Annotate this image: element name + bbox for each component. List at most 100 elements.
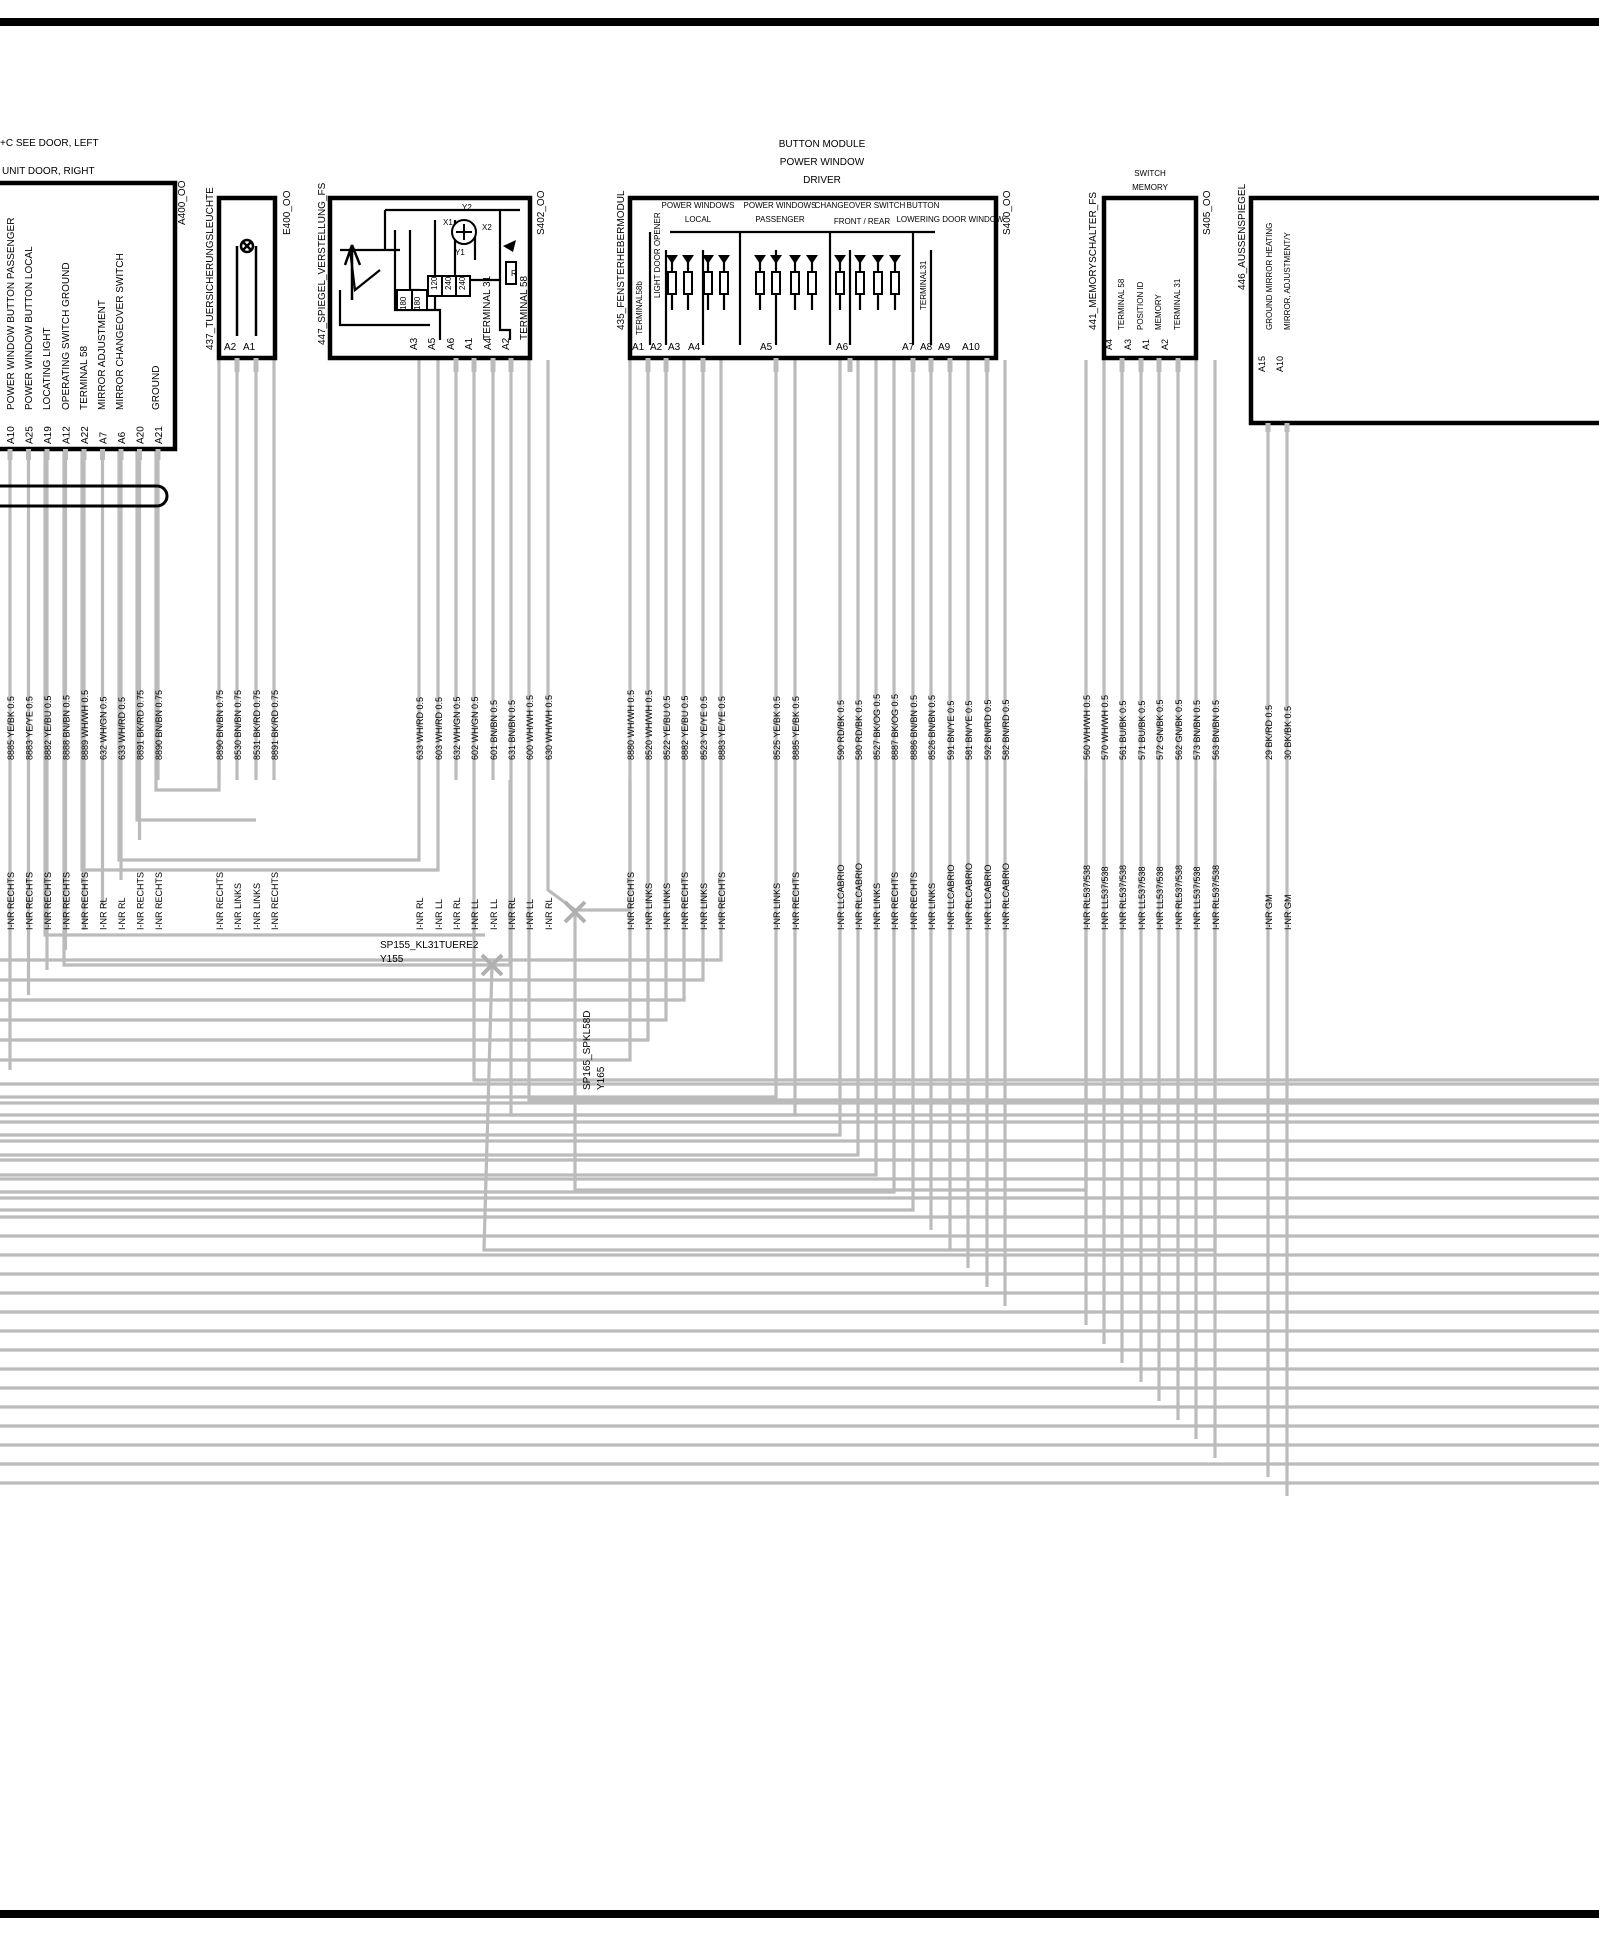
wire-id-label: 8530 BN/BN 0.75 [233, 690, 243, 760]
wire-destination-label: I-NR LINKS [252, 883, 262, 930]
wire-id-label: 8882 YE/BU 0.5 [680, 696, 690, 760]
s405-function-label: POSITION ID [1136, 281, 1145, 330]
wire-destination-label: I-NR RLCABRIO [964, 863, 974, 930]
s402-pin-label: A3 [409, 337, 420, 350]
wire-destination-label: I-NR RECHTS [270, 872, 280, 930]
wire-destination-label: I-NR RECHTS [791, 872, 801, 930]
s402-pin-label: A1 [464, 337, 475, 350]
wire-id-label: 8889 WH/WH 0.5 [80, 690, 90, 760]
wire-id-label: 630 WH/WH 0.5 [544, 695, 554, 760]
diode-icon [854, 255, 866, 264]
s400-group-label: PASSENGER [755, 215, 804, 224]
s405-pin-label: A2 [1160, 339, 1170, 350]
wire-route [0, 780, 878, 1177]
wire-destination-label: I-NR LL537/538 [1137, 866, 1147, 930]
wire-id-label: 632 WH/GN 0.5 [99, 696, 109, 760]
diode-icon [889, 255, 901, 264]
switch-contact [835, 271, 845, 295]
a400-function-label: MIRROR ADJUSTMENT [97, 300, 108, 410]
s400-group-label: CHANGEOVER SWITCH [815, 201, 906, 210]
wire-destination-label: I-NR LINKS [644, 883, 654, 930]
wire-id-label: 582 BN/RD 0.5 [1001, 699, 1011, 760]
s402-internal-label: X1 [443, 218, 453, 227]
s400-terminal-label: TERMINAL58b [635, 281, 644, 335]
wire-route [80, 450, 440, 872]
a400-pin-label: A7 [99, 431, 110, 444]
s400-heading: POWER WINDOW [780, 157, 865, 168]
lamp-leads [235, 241, 258, 336]
wire-route [0, 780, 842, 1137]
a400-pin-label: A12 [62, 426, 73, 444]
s400-group-label: BUTTON [907, 201, 940, 210]
wire-id-label: 563 BN/BN 0.5 [1211, 700, 1221, 760]
wire-destination-label: I-NR RL [415, 897, 425, 930]
wire-destination-label: I-NR LL [470, 899, 480, 930]
s400-pin-label: A9 [938, 342, 951, 353]
wire-id-label: 592 BN/RD 0.5 [983, 699, 993, 760]
wire-destination-label: I-NR LL [525, 899, 535, 930]
s400-pin-label: A6 [836, 342, 849, 353]
wire-destination-label: I-NR GM [1264, 895, 1274, 931]
top-border [0, 18, 1599, 26]
wire-destination-label: I-NR LLCABRIO [946, 864, 956, 930]
ref-s405: S405_OO [1202, 190, 1213, 235]
s405-pin-label: A1 [1141, 339, 1151, 350]
wire-destination-label: I-NR RECHTS [626, 872, 636, 930]
switch-contact [667, 271, 677, 295]
diode-icon [872, 255, 884, 264]
wire-id-label: 8885 YE/BK 0.5 [6, 696, 16, 760]
s402-internal-label: R [511, 269, 517, 278]
wire-route [0, 780, 705, 982]
ref-e400: E400_OO [282, 190, 293, 235]
a400-pin-label: A25 [25, 426, 36, 444]
s402-pin-label: A5 [427, 337, 438, 350]
resistor-240b [455, 275, 471, 297]
switch-contact [703, 271, 713, 295]
s400-pin-label: A8 [920, 342, 933, 353]
wire-id-label: 633 WH/RD 0.5 [117, 697, 127, 760]
wire-id-label: 8888 BN/BN 0.5 [62, 695, 72, 760]
wire-destination-label: I-NR RLCABRIO [854, 863, 864, 930]
splice-name-y155: SP155_KL31TUERE2 [380, 940, 479, 951]
wire-id-label: 8525 YE/BK 0.5 [772, 696, 782, 760]
header-unit-door-right: UNIT DOOR, RIGHT [2, 166, 95, 177]
wire-id-label: 631 BN/BN 0.5 [507, 700, 517, 760]
wire-destination-label: I-NR LL537/538 [1192, 866, 1202, 930]
wire-destination-label: I-NR RECHTS [680, 872, 690, 930]
switch-contact [855, 271, 865, 295]
wire-id-label: 30 BK/BK 0.5 [1283, 706, 1293, 760]
wire-id-label: 590 RD/BK 0.5 [836, 700, 846, 760]
splice-name-y165: SP165_SPKL58D [582, 1010, 593, 1090]
wire-id-label: 8522 YE/BU 0.5 [662, 696, 672, 760]
a400-function-label: POWER WINDOW BUTTON PASSENGER [6, 218, 17, 410]
s405-heading: MEMORY [1132, 183, 1169, 192]
wire-id-label: 8883 YE/YE 0.5 [717, 696, 727, 760]
s405-function-label: MEMORY [1154, 293, 1163, 330]
switch-contact [873, 271, 883, 295]
s400-pin-label: A3 [668, 342, 681, 353]
wire-destination-label: I-NR LLCABRIO [836, 864, 846, 930]
wire-destination-label: I-NR RL537/538 [1082, 865, 1092, 930]
wire-id-label: 8523 YE/YE 0.5 [699, 696, 709, 760]
s402-internal-label: 240 [458, 276, 467, 290]
splice-y155-marker [480, 953, 504, 977]
wire-route [117, 450, 421, 862]
a400-function-label: TERMINAL 58 [79, 345, 90, 410]
wire-route [527, 780, 1599, 1102]
wire-route [0, 780, 668, 1022]
led-icon [503, 240, 516, 252]
s400-terminal-label: TERMINAL31 [919, 260, 928, 310]
wire-id-label: 8891 BK/RD 0.75 [270, 690, 280, 760]
wire-destination-label: I-NR LINKS [699, 883, 709, 930]
a400-pin-label: A20 [136, 426, 147, 444]
diode-icon [789, 255, 801, 264]
wire-id-label: 8890 BN/BN 0.75 [154, 690, 164, 760]
wire-route [0, 780, 896, 1194]
s400-group-label: LIGHT DOOR OPENER [653, 212, 662, 298]
s402-internal-label: 240 [444, 276, 453, 290]
wire-id-label: 632 WH/GN 0.5 [452, 696, 462, 760]
wire-destination-label: I-NR RECHTS [43, 872, 53, 930]
wire-destination-label: I-NR RECHTS [80, 872, 90, 930]
a400-pin-label: A10 [6, 426, 17, 444]
wire-destination-label: I-NR LL537/538 [1155, 866, 1165, 930]
